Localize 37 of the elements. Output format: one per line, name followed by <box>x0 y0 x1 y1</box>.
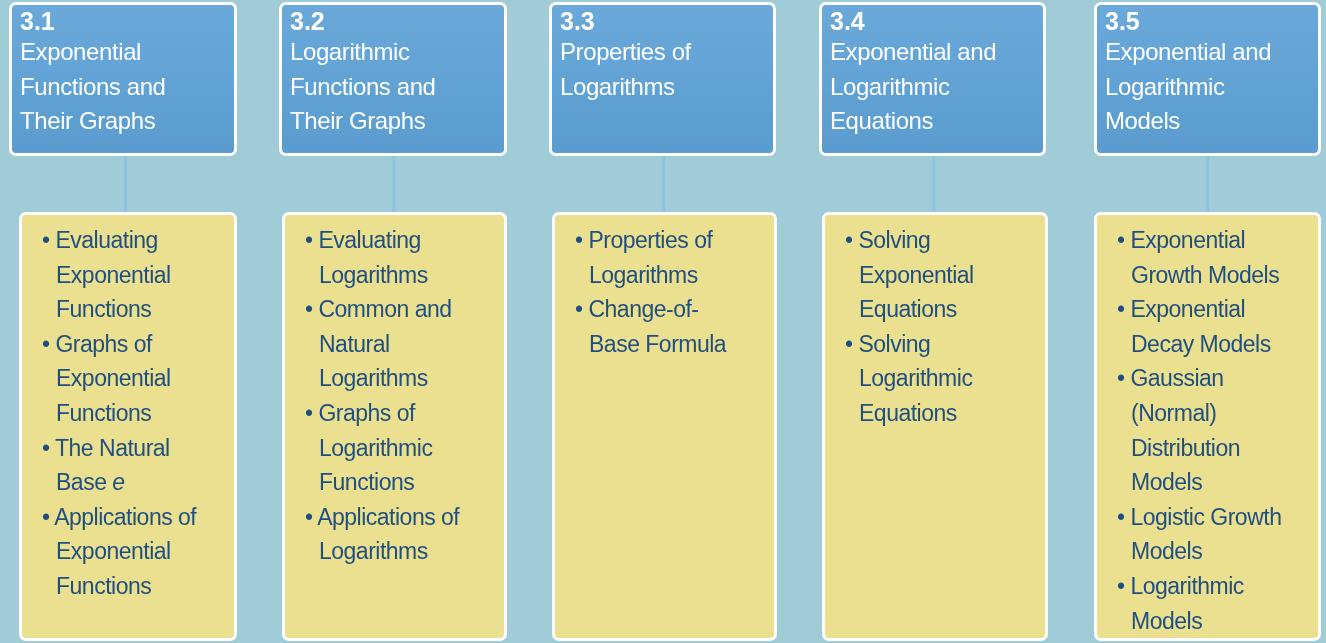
topic-list-item: • Change-of-Base Formula <box>575 295 728 359</box>
topic-list-box <box>19 212 237 641</box>
topic-list-item: • Graphs of Exponential Functions <box>42 329 172 428</box>
section-number: 3.4 <box>830 7 865 35</box>
topic-list-item: • Logistic Growth Models <box>1117 502 1283 567</box>
topic-list-item: • Exponential Growth Models <box>1117 226 1281 290</box>
topic-list-item: • Solving Exponential Equations <box>845 226 975 325</box>
section-header-box <box>819 2 1046 156</box>
section-title: Logarithmic Functions and Their Graphs <box>290 37 437 136</box>
section-header-box <box>549 2 776 156</box>
section-header-box <box>279 2 507 156</box>
topic-list-item: • Logarithmic Models <box>1117 571 1245 636</box>
topic-list-item: • Common and Natural Logarithms <box>305 295 453 394</box>
section-title: Exponential and Logarithmic Equations <box>830 37 998 136</box>
topic-list-item: • Gaussian (Normal) Distribution Models <box>1117 364 1242 498</box>
topic-list-item: • Applications of Logarithms <box>305 502 461 567</box>
section-header-box <box>9 2 237 156</box>
topic-list-item: • The Natural Base e <box>42 433 171 498</box>
section-title: Properties of Logarithms <box>560 37 693 102</box>
topic-list-box <box>552 212 777 641</box>
section-number: 3.3 <box>560 7 595 35</box>
topic-list-item: • Evaluating Logarithms <box>305 226 429 290</box>
section-number: 3.5 <box>1105 7 1140 35</box>
topic-list-item: • Graphs of Logarithmic Functions <box>305 398 434 498</box>
topic-list-box <box>1094 212 1321 641</box>
topic-list-item: • Properties of Logarithms <box>575 226 714 290</box>
section-number: 3.1 <box>20 7 55 35</box>
topic-list-item: • Exponential Decay Models <box>1117 295 1272 359</box>
topic-list-box <box>822 212 1048 641</box>
section-title: Exponential Functions and Their Graphs <box>20 37 167 136</box>
topic-list-item: • Solving Logarithmic Equations <box>845 329 974 428</box>
section-header-box <box>1094 2 1321 156</box>
topic-list-item: • Evaluating Exponential Functions <box>42 226 172 325</box>
topic-list-box <box>282 212 507 641</box>
section-title: Exponential and Logarithmic Models <box>1105 37 1273 136</box>
topic-list-item: • Applications of Exponential Functions <box>42 502 198 601</box>
section-number: 3.2 <box>290 7 325 35</box>
